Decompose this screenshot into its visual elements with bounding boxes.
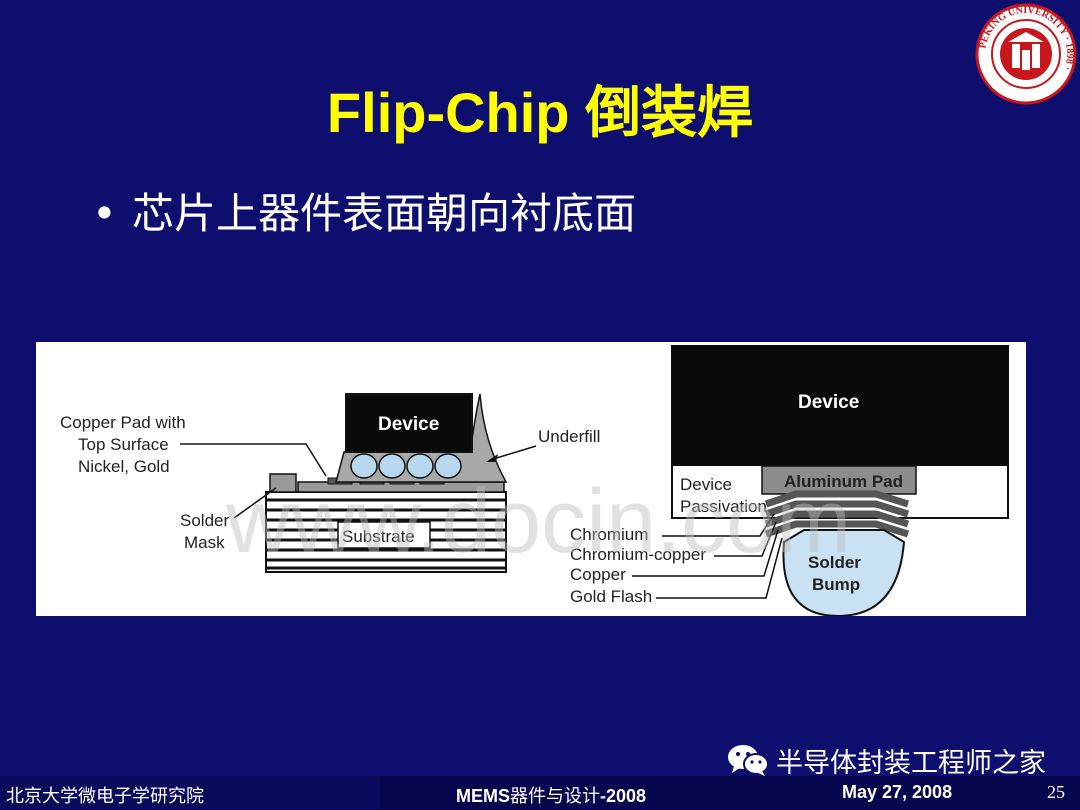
- device-label-left: Device: [378, 414, 439, 435]
- underfill-region: [335, 393, 508, 483]
- copper-pad-leader: [180, 443, 327, 477]
- slide-footer: 北京大学微电子学研究院 MEMS器件与设计-2008 May 27, 2008 …: [0, 776, 1080, 810]
- device-passivation-label-1: Device: [680, 475, 732, 494]
- metal-layers: [764, 490, 910, 538]
- solder-bumps: [350, 453, 462, 479]
- wechat-watermark: 半导体封装工程师之家: [726, 740, 1046, 780]
- underfill-leader: [489, 445, 537, 461]
- wechat-icon: [728, 745, 769, 776]
- aluminum-pad-label: Aluminum Pad: [784, 472, 903, 491]
- solder-bump-label-2: Bump: [812, 575, 860, 594]
- footer-institution: 北京大学微电子学研究院: [6, 786, 204, 807]
- bullet-item: • 芯片上器件表面朝向衬底面: [92, 180, 636, 241]
- watermark: www.docin.com: [225, 472, 851, 572]
- chromium-copper-label: Chromium-copper: [570, 545, 706, 564]
- device-label-right: Device: [798, 392, 859, 413]
- copper-pad-label-2: Top Surface: [78, 435, 169, 454]
- solder-mask-leader: [233, 487, 277, 519]
- underfill-label: Underfill: [538, 427, 600, 446]
- footer-course: MEMS器件与设计-2008: [456, 786, 647, 807]
- peking-university-seal-icon: PEKING UNIVERSITY · 1898 ·: [975, 3, 1077, 105]
- bullet-text: 芯片上器件表面朝向衬底面: [132, 189, 637, 238]
- substrate-stack: [265, 491, 507, 573]
- solder-mask-label-1: Solder: [180, 511, 229, 530]
- page-number: 25: [1047, 782, 1065, 802]
- copper-pad-label-1: Copper Pad with: [60, 413, 186, 432]
- device-chip-right: [672, 346, 1008, 466]
- device-chip-left: [345, 393, 473, 453]
- substrate-label: Substrate: [342, 527, 415, 546]
- slide-title: Flip-Chip 倒装焊: [326, 81, 754, 144]
- bullet-marker: •: [92, 189, 117, 238]
- copper-pad-label-3: Nickel, Gold: [78, 457, 170, 476]
- footer-date: May 27, 2008: [842, 782, 953, 802]
- solder-mask-label-2: Mask: [184, 533, 225, 552]
- solder-bump-label-1: Solder: [808, 553, 861, 572]
- gold-flash-label: Gold Flash: [570, 587, 652, 606]
- copper-label: Copper: [570, 565, 626, 584]
- chromium-label: Chromium: [570, 525, 648, 544]
- wechat-account-name: 半导体封装工程师之家: [776, 747, 1046, 779]
- solder-bump: [782, 529, 906, 616]
- solder-mask-left: [269, 473, 297, 493]
- flip-chip-diagram: Substrate Device Copper Pad with: [36, 342, 1026, 616]
- device-passivation-label-2: Passivation: [680, 497, 767, 516]
